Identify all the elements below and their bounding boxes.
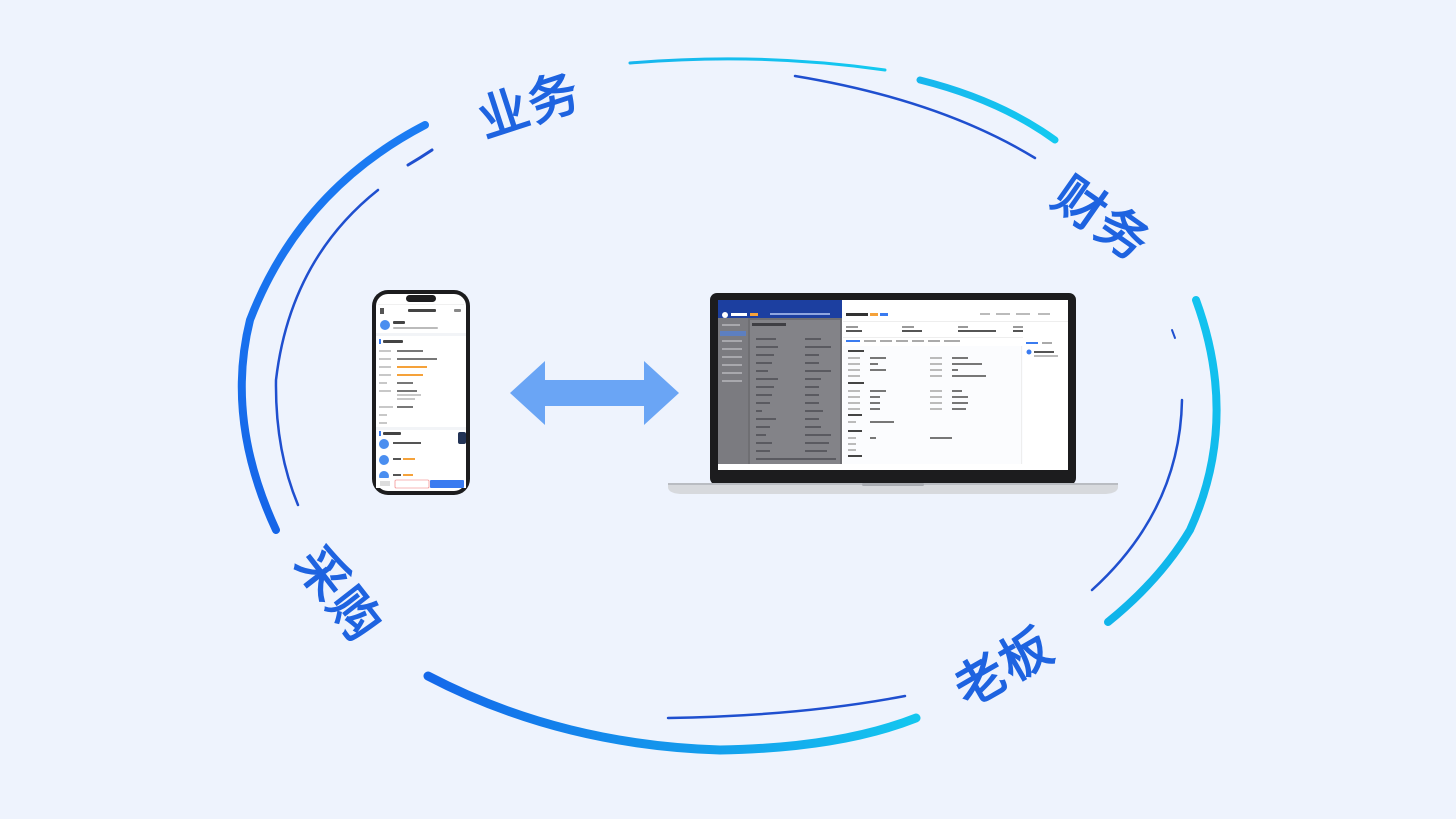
inner-arc-bottom — [666, 694, 907, 720]
inner-arc-left-short — [406, 148, 434, 167]
inner-arc-top — [793, 74, 1037, 160]
double-arrow-icon — [510, 361, 679, 425]
ring-arc-top — [628, 57, 887, 72]
phone-notch — [406, 295, 436, 302]
inner-ring — [274, 74, 1184, 720]
laptop-mockup — [668, 293, 1118, 494]
inner-arc-left — [274, 188, 380, 507]
ring-arc-top-right — [916, 76, 1059, 144]
outer-ring — [237, 57, 1221, 755]
phone-mockup — [372, 290, 470, 495]
ring-arc-right — [1104, 296, 1221, 626]
inner-arc-right — [1090, 398, 1184, 592]
ring-tick-right — [1171, 329, 1176, 339]
ring-arc-bottom — [423, 671, 921, 755]
phone-approve-button — [430, 480, 464, 488]
ring-arc-left — [237, 121, 429, 534]
phone-reject-button — [394, 479, 430, 489]
avatar — [380, 320, 390, 330]
laptop-base — [668, 483, 1118, 494]
